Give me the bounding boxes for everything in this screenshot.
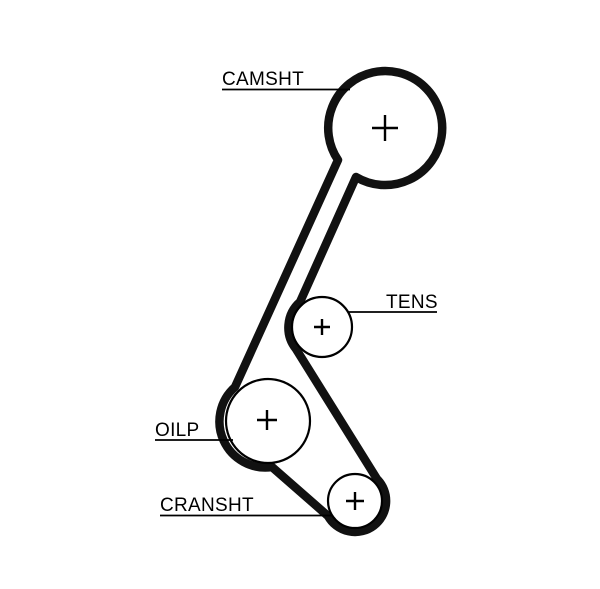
oil-pump-center-mark [257,410,277,430]
oil-pump-label: OILP [155,420,200,441]
crankshaft-pulley-circle [326,472,384,530]
tensioner-pulley-circle [290,295,354,359]
tensioner-center-mark [314,319,330,335]
crankshaft-label: CRANSHT [160,495,254,516]
oil-pump-pulley-circle [224,377,312,465]
camshaft-center-mark [372,115,398,141]
timing-belt [215,66,447,537]
crankshaft-center-mark [346,492,364,510]
camshaft-label: CAMSHT [222,69,304,90]
tensioner-label: TENS [386,292,438,313]
